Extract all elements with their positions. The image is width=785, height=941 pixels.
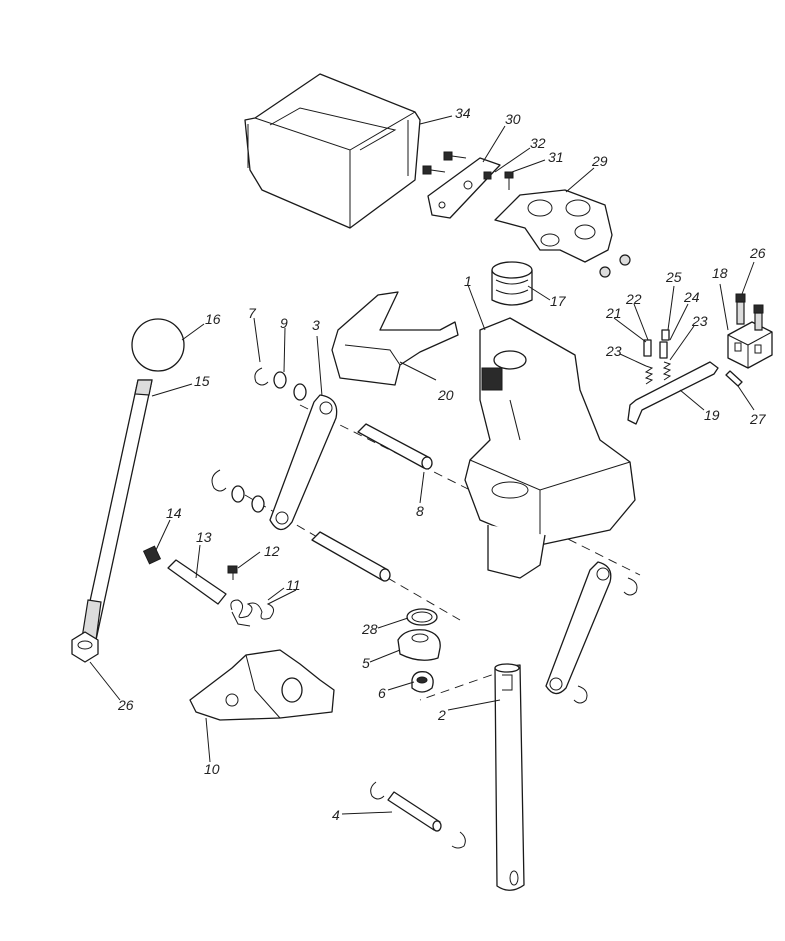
callout-20: 20 bbox=[437, 387, 454, 403]
part-28-pin bbox=[725, 370, 743, 387]
callout-9: 9 bbox=[280, 315, 288, 331]
callout-labels: 34 30 32 31 29 1 17 16 15 7 9 3 20 8 14 … bbox=[117, 105, 767, 823]
part-5-collar bbox=[397, 629, 441, 661]
part-6-cam bbox=[411, 671, 434, 693]
callout-14: 14 bbox=[166, 505, 182, 521]
part-31-cover-plate bbox=[427, 157, 501, 219]
callout-8: 8 bbox=[416, 503, 424, 519]
callout-30: 29 bbox=[591, 153, 608, 169]
callout-26: 26 bbox=[749, 245, 766, 261]
part-32-screw bbox=[504, 171, 514, 190]
callout-22: 22 bbox=[625, 291, 642, 307]
part-13-shaft bbox=[167, 559, 227, 605]
part-22-screw bbox=[659, 341, 668, 359]
callout-27: 26 bbox=[117, 697, 134, 713]
part-14-bolt bbox=[142, 545, 162, 565]
part-16-knob bbox=[131, 318, 185, 372]
callout-32: 31 bbox=[548, 149, 564, 165]
callout-23-right: 23 bbox=[691, 313, 708, 329]
callout-1: 1 bbox=[464, 273, 472, 289]
callout-19: 19 bbox=[704, 407, 720, 423]
part-15-handle-rod bbox=[81, 379, 153, 641]
part-4-pin bbox=[370, 781, 466, 849]
part-20-guide bbox=[331, 291, 459, 386]
callout-7: 7 bbox=[248, 305, 257, 321]
part-1-main-body bbox=[464, 317, 636, 579]
part-12-screw bbox=[227, 565, 238, 580]
callout-25: 25 bbox=[665, 269, 682, 285]
callout-33: 32 bbox=[530, 135, 546, 151]
callout-18: 18 bbox=[712, 265, 728, 281]
callout-5: 5 bbox=[362, 655, 370, 671]
callout-16: 16 bbox=[205, 311, 221, 327]
part-34-hopper bbox=[244, 73, 421, 229]
callout-6: 6 bbox=[378, 685, 386, 701]
part-33-screws bbox=[422, 151, 492, 180]
part-link-arm-right bbox=[545, 561, 612, 695]
callout-3: 3 bbox=[312, 317, 320, 333]
part-9-washers bbox=[231, 371, 307, 513]
part-right-clips bbox=[573, 577, 638, 704]
part-lower-pin bbox=[311, 531, 391, 582]
callout-10: 10 bbox=[204, 761, 220, 777]
part-25-screw bbox=[661, 329, 670, 341]
part-19-lever bbox=[627, 361, 719, 425]
part-21-screw bbox=[643, 339, 652, 357]
part-23-springs bbox=[644, 361, 672, 385]
part-2-post bbox=[494, 663, 525, 891]
part-29-ring bbox=[406, 608, 438, 626]
callout-21: 21 bbox=[605, 305, 622, 321]
part-18-clamp-block bbox=[727, 321, 773, 369]
leader-lines bbox=[89, 115, 755, 815]
part-17-bushing bbox=[491, 261, 533, 306]
callout-4: 4 bbox=[332, 807, 340, 823]
part-3-link-arm bbox=[269, 394, 338, 531]
callout-28: 27 bbox=[749, 411, 767, 427]
callout-13: 13 bbox=[196, 529, 212, 545]
part-27-nut bbox=[71, 631, 99, 663]
part-11-spring bbox=[230, 589, 297, 627]
callout-11: 11 bbox=[286, 577, 301, 593]
part-8-pin bbox=[357, 423, 433, 470]
callout-24: 24 bbox=[683, 289, 700, 305]
part-26-bolts bbox=[735, 293, 764, 331]
callout-34: 34 bbox=[455, 105, 471, 121]
callout-31: 30 bbox=[505, 111, 521, 127]
callout-2: 2 bbox=[437, 707, 446, 723]
callout-29: 28 bbox=[361, 621, 378, 637]
callout-17: 17 bbox=[550, 293, 567, 309]
callout-15: 15 bbox=[194, 373, 210, 389]
callout-12: 12 bbox=[264, 543, 280, 559]
part-30-bracket bbox=[494, 189, 631, 278]
callout-23-left: 23 bbox=[605, 343, 622, 359]
part-7-clip bbox=[211, 367, 269, 492]
part-10-base-bracket bbox=[189, 649, 335, 721]
